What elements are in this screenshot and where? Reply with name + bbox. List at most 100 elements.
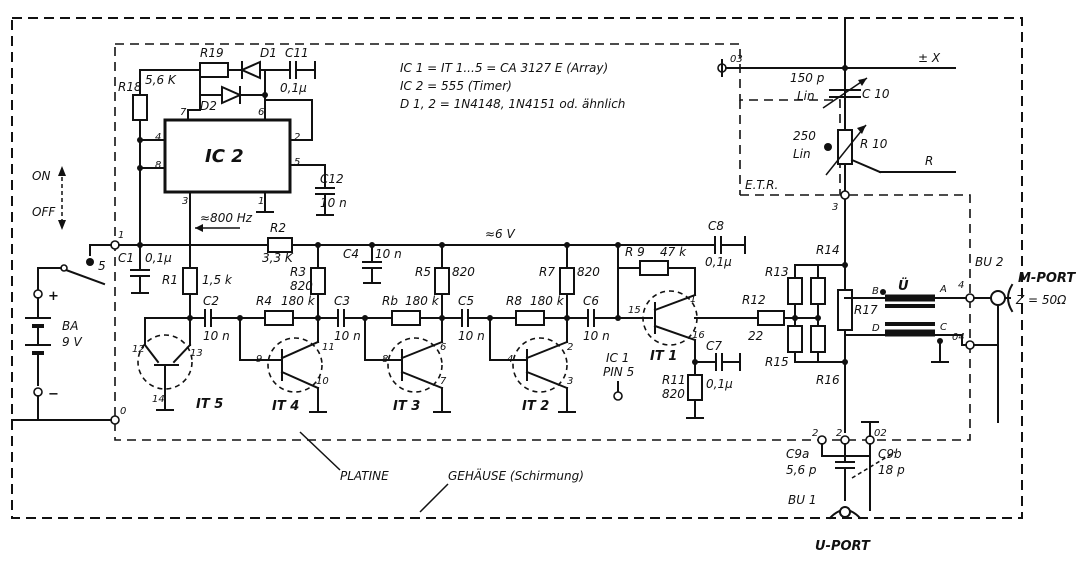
ic2-pin-7: 7 [180,107,187,118]
r14-label: R14 [816,243,840,257]
supply-voltage: ≈6 V [485,227,516,241]
it5-label: IT 5 [196,397,223,412]
c4-value: 10 n [375,247,402,261]
r6-label: Rb [382,294,398,308]
c11-label: C11 [285,46,309,60]
resistor-r16 [810,325,826,353]
node-02 [865,435,875,445]
node-02-label: 02 [874,428,887,439]
c11-value: 0,1µ [280,81,307,95]
c2-value: 10 n [203,329,230,343]
node-03-label: 03 [730,54,743,65]
c3-value: 10 n [334,329,361,343]
resistor-r7 [559,267,575,295]
battery-plus: + [48,289,59,304]
it5-pin-14: 14 [152,394,165,405]
it3-pin-6: 6 [440,342,446,353]
c8-label: C8 [708,219,724,233]
ic2-label: IC 2 [205,146,244,167]
r11-label: R11 [662,373,686,387]
node-3-label: 3 [832,202,838,213]
resistor-r6 [391,310,421,326]
diode-d2 [221,85,243,105]
r5-value: 820 [452,265,475,279]
node-1-label: 1 [118,230,124,241]
on-label: ON [32,169,50,183]
r-label: R [925,154,933,168]
pcb-outline [114,43,971,441]
resistor-r9 [639,260,669,276]
c1-value: 0,1µ [145,251,172,265]
resistor-r14 [810,277,826,305]
node-4 [965,293,975,303]
it4-label: IT 4 [272,399,299,414]
pm-x-label: ± X [918,51,941,65]
node-2a-label: 2 [812,428,818,439]
r15-label: R15 [765,355,789,369]
transistor-it4 [267,337,323,393]
c1-label: C1 [118,251,134,265]
r7-value: 820 [577,265,600,279]
r11-value: 820 [662,387,685,401]
r3-label: R3 [290,265,306,279]
ic2-timer-block [163,118,292,194]
node-2b-label: 2 [836,428,842,439]
r10-value-b: Lin [793,147,811,161]
c7-label: C7 [706,339,722,353]
power-switch-terminal [86,258,94,266]
r6-value: 180 k [405,294,440,308]
r13-label: R13 [765,265,789,279]
resistor-r15 [787,325,803,353]
it4-pin-9: 9 [256,354,262,365]
switch-pin-5: 5 [98,259,106,273]
c12-value: 10 n [320,196,347,210]
node-04 [965,340,975,350]
trafo-pin-a: A [939,284,947,295]
c9b-value: 18 p [878,463,905,477]
diode-d1 [239,60,261,80]
note-ic1: IC 1 = IT 1...5 = CA 3127 E (Array) [400,61,608,75]
d1-label: D1 [260,46,277,60]
resistor-r4 [264,310,294,326]
resistor-r12 [757,310,785,326]
transistor-it3 [387,337,443,393]
ic1-pin5-testpoint [613,391,623,401]
r4-value: 180 k [281,294,316,308]
battery-voltage: 9 V [62,335,82,349]
r9-label: R 9 [625,245,645,259]
ic2-pin-8: 8 [155,160,161,171]
r19-label: R19 [200,46,224,60]
it1-pin-1: 1 [690,294,696,305]
ic1-pin5-label-b: PIN 5 [603,365,634,379]
it1-pin-16: 16 [692,330,705,341]
r7-label: R7 [539,265,555,279]
it2-pin-2: 2 [567,342,573,353]
it2-pin-3: 3 [567,376,573,387]
r16-label: R16 [816,373,840,387]
r18-value: 5,6 K [145,73,177,87]
c9a-label: C9a [786,447,809,461]
u-port-label: U-PORT [815,539,871,554]
housing-shield-outline [11,17,1023,519]
resistor-r3 [310,267,326,295]
potentiometer-r10 [837,129,853,165]
it5-pin-12: 12 [132,344,145,355]
it2-pin-4: 4 [507,354,513,365]
r5-label: R5 [415,265,431,279]
it3-pin-8: 8 [382,354,388,365]
m-port-impedance: Z = 50Ω [1015,293,1067,307]
c9b-label: C9b [878,447,902,461]
c10-value-a: 150 p [790,71,825,85]
off-label: OFF [32,205,56,219]
transformer-label: Ü [898,278,909,294]
it1-label: IT 1 [650,349,677,364]
resistor-r8 [515,310,545,326]
node-2a [817,435,827,445]
battery-label: BA [62,319,78,333]
d2-label: D2 [200,99,217,113]
it3-label: IT 3 [393,399,420,414]
r2-label: R2 [270,221,286,235]
it5-pin-13: 13 [190,348,203,359]
c6-value: 10 n [583,329,610,343]
